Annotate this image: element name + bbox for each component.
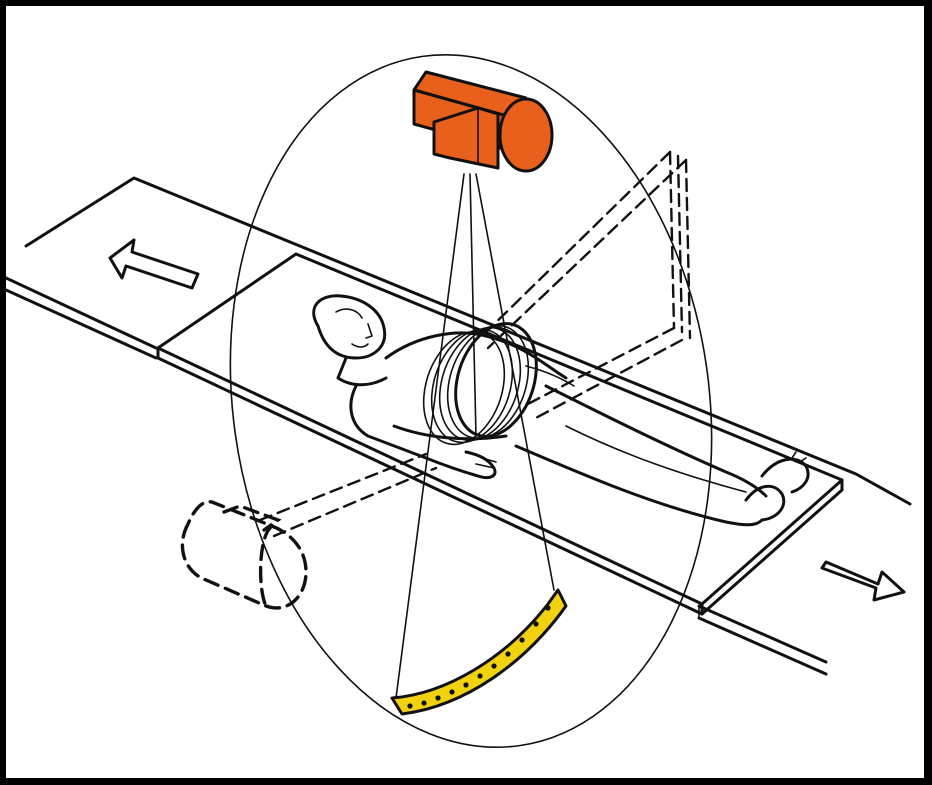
arrow-right-icon	[820, 560, 906, 602]
detector-array-icon	[390, 588, 568, 716]
x-ray-tube-icon	[412, 70, 554, 173]
arrow-left-icon	[108, 238, 200, 290]
x-ray-tube-dashed-icon	[180, 500, 308, 610]
x-ray-beam	[395, 173, 555, 699]
opposite-projection	[258, 150, 692, 538]
patient-table	[156, 252, 844, 616]
table-rail	[6, 176, 912, 676]
diagram-canvas	[6, 6, 924, 778]
gantry-ring	[229, 53, 713, 749]
ct-scanner-diagram	[6, 53, 912, 749]
patient-figure	[312, 294, 810, 527]
